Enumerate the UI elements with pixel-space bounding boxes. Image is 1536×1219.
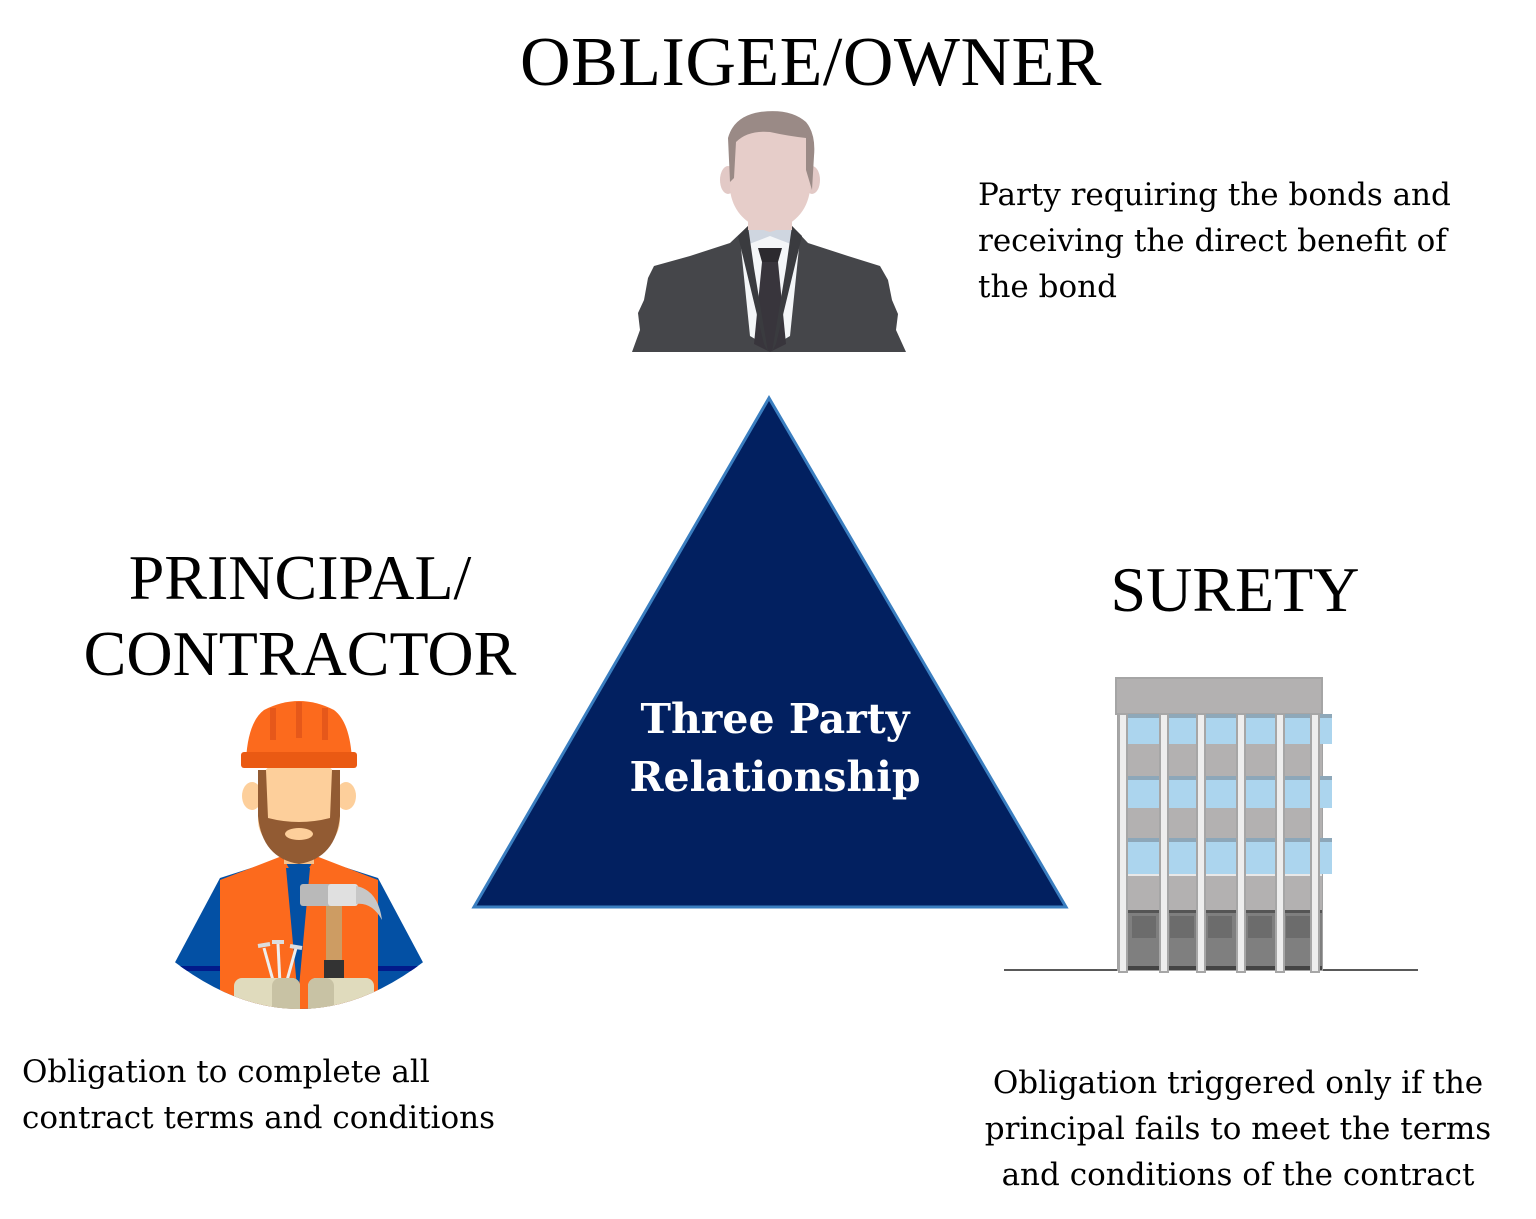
obligee-description-line: Party requiring the bonds and: [978, 177, 1451, 213]
obligee-description: Party requiring the bonds and receiving …: [978, 172, 1451, 310]
office-building-icon: [1004, 677, 1418, 973]
principal-description-line: Obligation to complete all: [22, 1054, 430, 1090]
obligee-description-line: receiving the direct benefit of: [978, 223, 1447, 259]
construction-worker-icon: [172, 701, 426, 1009]
three-party-relationship-label: Three Party Relationship: [560, 690, 990, 806]
surety-description-line: and conditions of the contract: [1001, 1157, 1475, 1193]
principal-heading-line: CONTRACTOR: [83, 618, 517, 689]
surety-description: Obligation triggered only if the princip…: [960, 1060, 1516, 1198]
principal-description: Obligation to complete all contract term…: [22, 1049, 495, 1141]
businessman-icon: [632, 111, 906, 352]
surety-description-line: Obligation triggered only if the: [992, 1065, 1484, 1101]
principal-description-line: contract terms and conditions: [22, 1100, 496, 1136]
obligee-owner-heading: OBLIGEE/OWNER: [520, 24, 1102, 101]
principal-heading-line: PRINCIPAL/: [128, 542, 472, 613]
surety-description-line: principal fails to meet the terms: [984, 1111, 1492, 1147]
surety-heading: SURETY: [1110, 554, 1360, 625]
center-label-line: Three Party: [640, 695, 910, 743]
principal-contractor-heading: PRINCIPAL/ CONTRACTOR: [40, 540, 560, 692]
center-label-line: Relationship: [629, 753, 921, 801]
obligee-description-line: the bond: [978, 269, 1117, 305]
